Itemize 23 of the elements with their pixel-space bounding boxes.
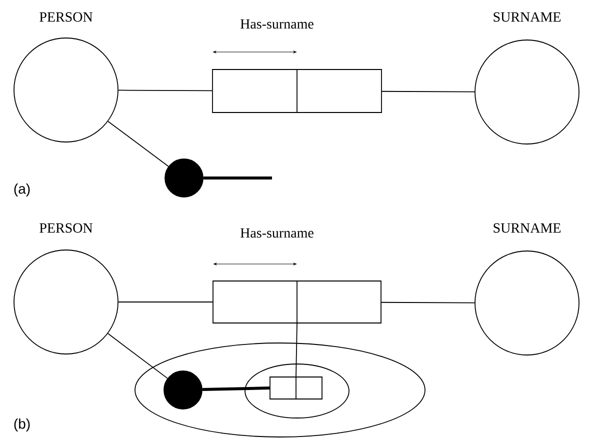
- node-label: SURNAME: [494, 223, 561, 233]
- node-label: PERSON: [40, 12, 93, 22]
- role-box: [270, 376, 322, 400]
- node-label: PERSON: [40, 223, 93, 233]
- connector: [107, 333, 168, 379]
- connector: [202, 386, 270, 392]
- ellipse: [244, 364, 350, 418]
- fact-box: Has-surname: [212, 19, 382, 114]
- panel-label: (b): [14, 418, 30, 432]
- connector: [296, 323, 298, 377]
- connector: [381, 302, 475, 304]
- panel-label: (a): [14, 183, 30, 197]
- node-label: Has-surname: [240, 228, 314, 238]
- connector: [118, 90, 212, 92]
- connector: [108, 120, 169, 167]
- connector: [203, 176, 272, 180]
- fact-box: Has-surname: [212, 228, 382, 324]
- filled-dot: [164, 370, 202, 410]
- filled-dot: [164, 158, 204, 198]
- node-label: SURNAME: [494, 12, 561, 22]
- node-label: Has-surname: [240, 19, 314, 29]
- connector: [382, 90, 475, 92]
- ellipse: [134, 342, 426, 438]
